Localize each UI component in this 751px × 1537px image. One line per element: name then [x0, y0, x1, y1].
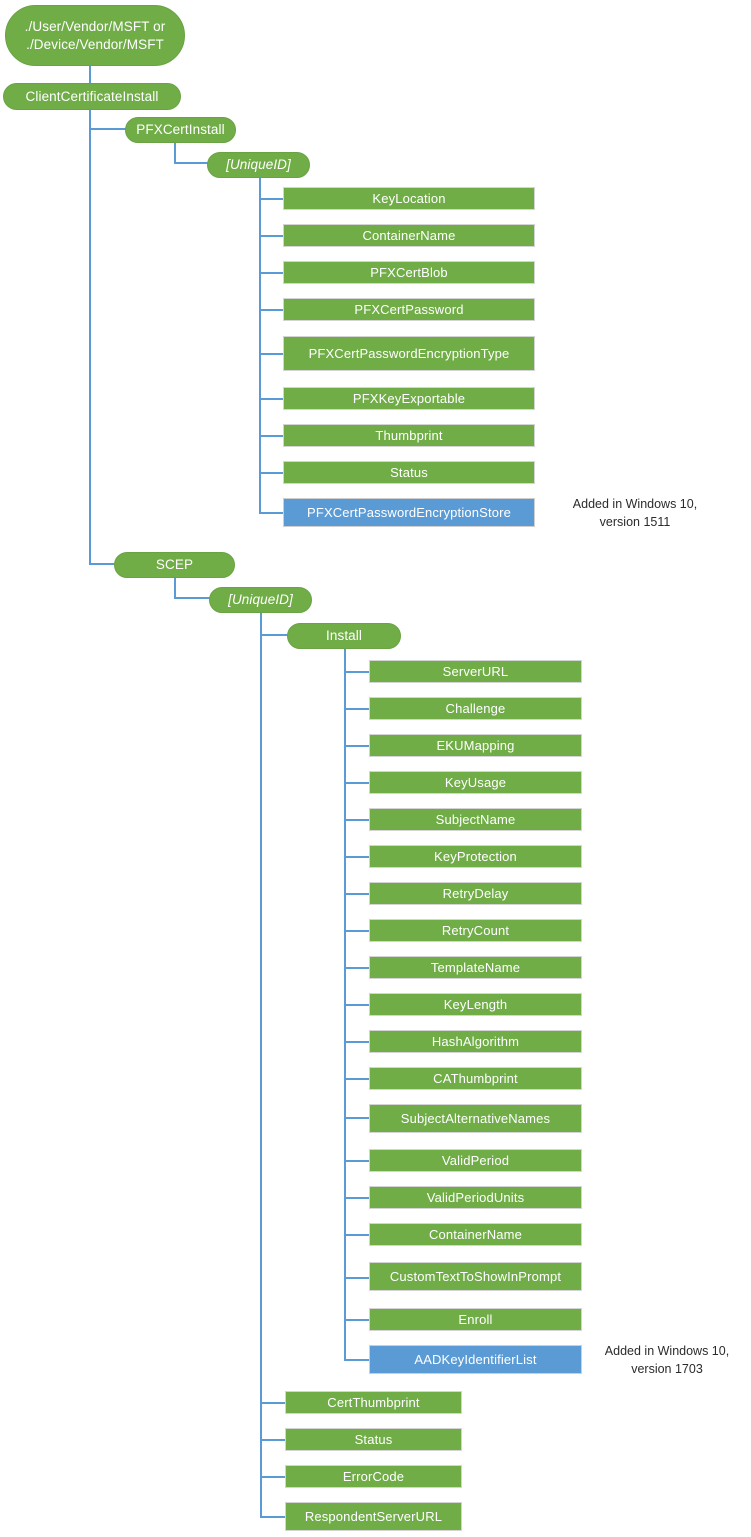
connector-pfx-leaf-stub	[259, 353, 284, 355]
node-root[interactable]: ./User/Vendor/MSFT or ./Device/Vendor/MS…	[5, 5, 185, 66]
node-aadkeyidentifierlist[interactable]: AADKeyIdentifierList	[369, 1345, 582, 1374]
connector-scep-trunk	[174, 578, 176, 598]
node-templatename[interactable]: TemplateName	[369, 956, 582, 979]
node-errorcode[interactable]: ErrorCode	[285, 1465, 462, 1488]
node-keylocation[interactable]: KeyLocation	[283, 187, 535, 210]
node-pfxcertpasswordencryptiontype[interactable]: PFXCertPasswordEncryptionType	[283, 336, 535, 371]
node-validperiodunits[interactable]: ValidPeriodUnits	[369, 1186, 582, 1209]
node-customtexttoshowinprompt[interactable]: CustomTextToShowInPrompt	[369, 1262, 582, 1291]
connector-install-leaf-stub	[344, 856, 370, 858]
connector-scep-uniqueid-leaf-stub	[260, 1439, 285, 1441]
node-clientcertificateinstall[interactable]: ClientCertificateInstall	[3, 83, 181, 110]
connector-scep-uniqueid-trunk	[260, 613, 262, 1518]
annotation-install-added-in-version: Added in Windows 10, version 1703	[604, 1344, 730, 1377]
node-pfxkeyexportable[interactable]: PFXKeyExportable	[283, 387, 535, 410]
node-retrycount[interactable]: RetryCount	[369, 919, 582, 942]
connector-install-leaf-stub	[344, 745, 370, 747]
connector-scep-uniqueid-to-install	[260, 634, 288, 636]
connector-install-leaf-stub	[344, 930, 370, 932]
node-ekumapping[interactable]: EKUMapping	[369, 734, 582, 757]
node-hashalgorithm[interactable]: HashAlgorithm	[369, 1030, 582, 1053]
node-enroll[interactable]: Enroll	[369, 1308, 582, 1331]
node-cathumbprint[interactable]: CAThumbprint	[369, 1067, 582, 1090]
node-pfxcertpasswordencryptionstore[interactable]: PFXCertPasswordEncryptionStore	[283, 498, 535, 527]
connector-pfx-leaf-stub	[259, 272, 284, 274]
connector-scep-uniqueid-leaf-stub	[260, 1476, 285, 1478]
annotation-pfx-added-in-version: Added in Windows 10, version 1511	[572, 497, 698, 530]
node-subjectname[interactable]: SubjectName	[369, 808, 582, 831]
connector-to-scep	[89, 563, 115, 565]
connector-install-leaf-stub	[344, 782, 370, 784]
node-scep[interactable]: SCEP	[114, 552, 235, 578]
node-pfxcertinstall[interactable]: PFXCertInstall	[125, 117, 236, 143]
connector-pfx-leaf-stub	[259, 398, 284, 400]
connector-install-leaf-stub	[344, 967, 370, 969]
node-pfxcertpassword[interactable]: PFXCertPassword	[283, 298, 535, 321]
connector-pfxcertinstall-to-uniqueid	[174, 162, 208, 164]
connector-install-leaf-stub	[344, 1359, 370, 1361]
connector-pfxcertinstall-trunk	[174, 143, 176, 163]
node-status-pfx[interactable]: Status	[283, 461, 535, 484]
connector-install-leaf-stub	[344, 1197, 370, 1199]
connector-pfx-leaf-stub	[259, 198, 284, 200]
node-status-scep[interactable]: Status	[285, 1428, 462, 1451]
node-containername-scep[interactable]: ContainerName	[369, 1223, 582, 1246]
connector-pfx-leaf-stub	[259, 435, 284, 437]
node-scep-uniqueid[interactable]: [UniqueID]	[209, 587, 312, 613]
connector-install-leaf-stub	[344, 708, 370, 710]
connector-install-leaf-stub	[344, 1234, 370, 1236]
connector-install-leaf-stub	[344, 1160, 370, 1162]
connector-install-leaf-stub	[344, 1041, 370, 1043]
connector-pfx-leaf-stub	[259, 512, 284, 514]
node-install[interactable]: Install	[287, 623, 401, 649]
connector-pfx-leaf-stub	[259, 309, 284, 311]
connector-scep-to-uniqueid	[174, 597, 210, 599]
node-subjectalternativenames[interactable]: SubjectAlternativeNames	[369, 1104, 582, 1133]
node-containername[interactable]: ContainerName	[283, 224, 535, 247]
node-serverurl[interactable]: ServerURL	[369, 660, 582, 683]
node-pfx-uniqueid[interactable]: [UniqueID]	[207, 152, 310, 178]
node-pfxcertblob[interactable]: PFXCertBlob	[283, 261, 535, 284]
connector-install-leaf-stub	[344, 1117, 370, 1119]
connector-scep-uniqueid-leaf-stub	[260, 1402, 285, 1404]
node-keyprotection[interactable]: KeyProtection	[369, 845, 582, 868]
connector-install-leaf-stub	[344, 1078, 370, 1080]
connector-pfx-leaf-stub	[259, 235, 284, 237]
node-certthumbprint[interactable]: CertThumbprint	[285, 1391, 462, 1414]
connector-install-leaf-stub	[344, 671, 370, 673]
connector-scep-uniqueid-leaf-stub	[260, 1516, 285, 1518]
node-keyusage[interactable]: KeyUsage	[369, 771, 582, 794]
connector-clientcertificateinstall-trunk	[89, 110, 91, 565]
connector-root-to-clientcertificateinstall	[89, 65, 91, 89]
connector-install-leaf-stub	[344, 819, 370, 821]
connector-to-pfxcertinstall	[89, 128, 126, 130]
connector-install-leaf-stub	[344, 1319, 370, 1321]
connector-pfx-leaf-stub	[259, 472, 284, 474]
node-retrydelay[interactable]: RetryDelay	[369, 882, 582, 905]
node-thumbprint[interactable]: Thumbprint	[283, 424, 535, 447]
connector-install-leaf-stub	[344, 1277, 370, 1279]
connector-install-leaf-stub	[344, 1004, 370, 1006]
connector-pfx-uniqueid-trunk	[259, 178, 261, 513]
node-keylength[interactable]: KeyLength	[369, 993, 582, 1016]
node-challenge[interactable]: Challenge	[369, 697, 582, 720]
node-validperiod[interactable]: ValidPeriod	[369, 1149, 582, 1172]
connector-install-leaf-stub	[344, 893, 370, 895]
node-respondentserverurl[interactable]: RespondentServerURL	[285, 1502, 462, 1531]
